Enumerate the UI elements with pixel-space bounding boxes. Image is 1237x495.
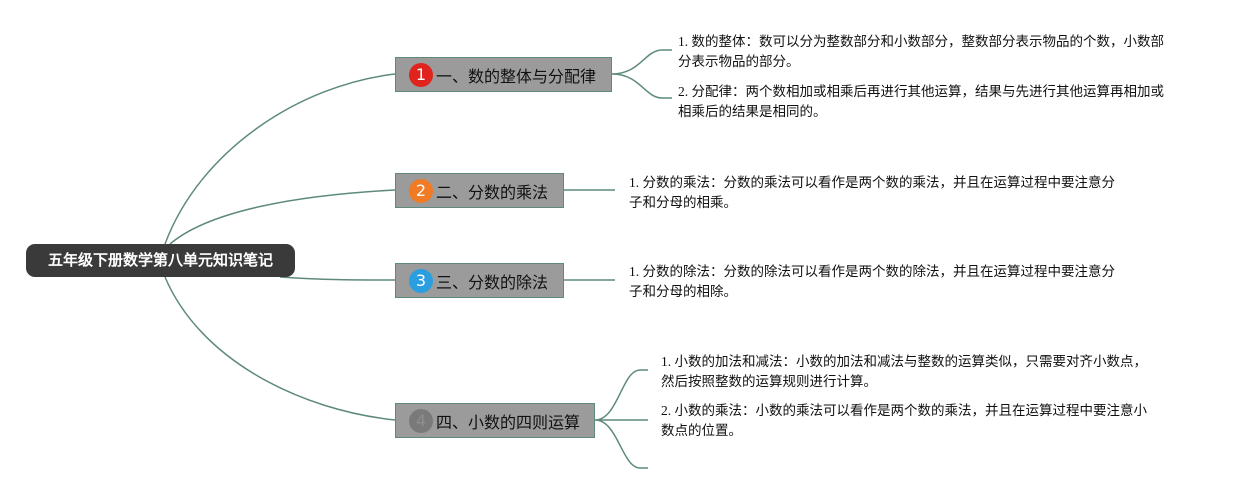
note-3-1: 1. 分数的除法：分数的除法可以看作是两个数的除法，并且在运算过程中要注意分子和…: [629, 264, 1115, 299]
link-branch-4-bracket: [594, 369, 648, 469]
note-4-2: 2. 小数的乘法：小数的乘法可以看作是两个数的乘法，并且在运算过程中要注意小数点…: [661, 403, 1147, 438]
branch-label-1: 一、数的整体与分配律: [436, 66, 597, 86]
branch-node-1[interactable]: 1 一、数的整体与分配律: [395, 57, 612, 92]
note-2-1: 1. 分数的乘法：分数的乘法可以看作是两个数的乘法，并且在运算过程中要注意分子和…: [629, 175, 1115, 210]
branch-node-2[interactable]: 2 二、分数的乘法: [395, 173, 564, 208]
branch-label-2: 二、分数的乘法: [436, 182, 549, 202]
link-branch-1-bracket: [611, 49, 672, 99]
number-badge-1: 1: [409, 62, 433, 87]
number-badge-3: 3: [409, 268, 433, 293]
branch-node-4[interactable]: 4 四、小数的四则运算: [395, 403, 595, 438]
number-badge-4: 4: [409, 408, 433, 433]
branch-label-3: 三、分数的除法: [436, 272, 549, 292]
link-root-branch-1: [164, 73, 396, 245]
number-badge-2: 2: [409, 178, 433, 203]
note-1-1: 1. 数的整体：数可以分为整数部分和小数部分，整数部分表示物品的个数，小数部分表…: [678, 34, 1164, 69]
branch-node-3[interactable]: 3 三、分数的除法: [395, 263, 564, 298]
branch-label-4: 四、小数的四则运算: [436, 412, 581, 432]
note-1-2: 2. 分配律：两个数相加或相乘后再进行其他运算，结果与先进行其他运算再相加或相乘…: [678, 84, 1164, 119]
note-4-1: 1. 小数的加法和减法：小数的加法和减法与整数的运算类似，只需要对齐小数点，然后…: [661, 354, 1147, 389]
link-root-branch-3: [279, 276, 396, 281]
link-root-branch-2: [169, 189, 396, 245]
root-node[interactable]: 五年级下册数学第八单元知识笔记: [26, 244, 295, 277]
link-root-branch-4: [164, 276, 396, 421]
